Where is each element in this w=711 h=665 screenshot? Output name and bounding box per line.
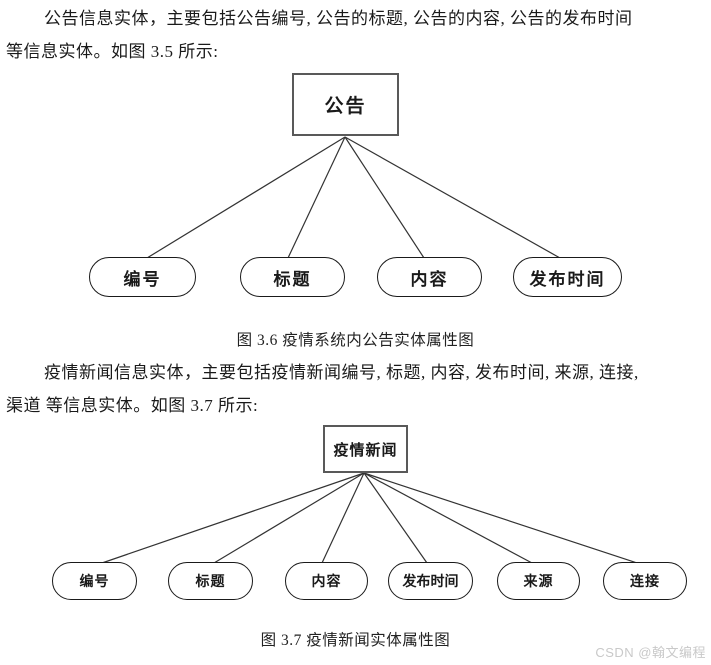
paragraph-line: 渠道 等信息实体。如图 3.7 所示: (6, 396, 259, 415)
connector-line (363, 472, 428, 564)
connector-line (287, 136, 346, 259)
attribute-pill: 编号 (52, 562, 137, 600)
entity-box-announcement: 公告 (292, 73, 399, 136)
figure-caption-3-6: 图 3.6 疫情系统内公告实体属性图 (236, 332, 475, 349)
csdn-watermark: CSDN @翰文编程 (595, 645, 706, 660)
connector-line (321, 472, 365, 564)
connector-line (363, 472, 533, 564)
attribute-pill: 编号 (89, 257, 196, 297)
connector-line (101, 472, 365, 564)
attribute-pill: 发布时间 (388, 562, 473, 600)
paragraph-line: 等信息实体。如图 3.5 所示: (6, 42, 219, 61)
paragraph-announcement: 公告信息实体，主要包括公告编号, 公告的标题, 公告的内容, 公告的发布时间 等… (6, 2, 705, 68)
connector-line (344, 136, 561, 259)
attribute-pill: 发布时间 (513, 257, 622, 297)
paragraph-line: 疫情新闻信息实体，主要包括疫情新闻编号, 标题, 内容, 发布时间, 来源, 连… (44, 363, 639, 382)
paragraph-line: 公告信息实体，主要包括公告编号, 公告的标题, 公告的内容, 公告的发布时间 (44, 9, 633, 28)
attribute-pill: 标题 (168, 562, 253, 600)
attribute-pill: 内容 (285, 562, 368, 600)
figure-caption-3-7: 图 3.7 疫情新闻实体属性图 (260, 632, 451, 649)
connector-line (146, 136, 346, 259)
connector-line (213, 472, 365, 564)
attribute-pill: 标题 (240, 257, 345, 297)
entity-box-epidemic-news: 疫情新闻 (323, 425, 408, 473)
paragraph-epidemic-news: 疫情新闻信息实体，主要包括疫情新闻编号, 标题, 内容, 发布时间, 来源, 连… (6, 356, 705, 422)
connector-line (363, 472, 638, 564)
attribute-pill: 连接 (603, 562, 687, 600)
attribute-pill: 来源 (497, 562, 580, 600)
connector-line (344, 136, 425, 259)
attribute-pill: 内容 (377, 257, 482, 297)
